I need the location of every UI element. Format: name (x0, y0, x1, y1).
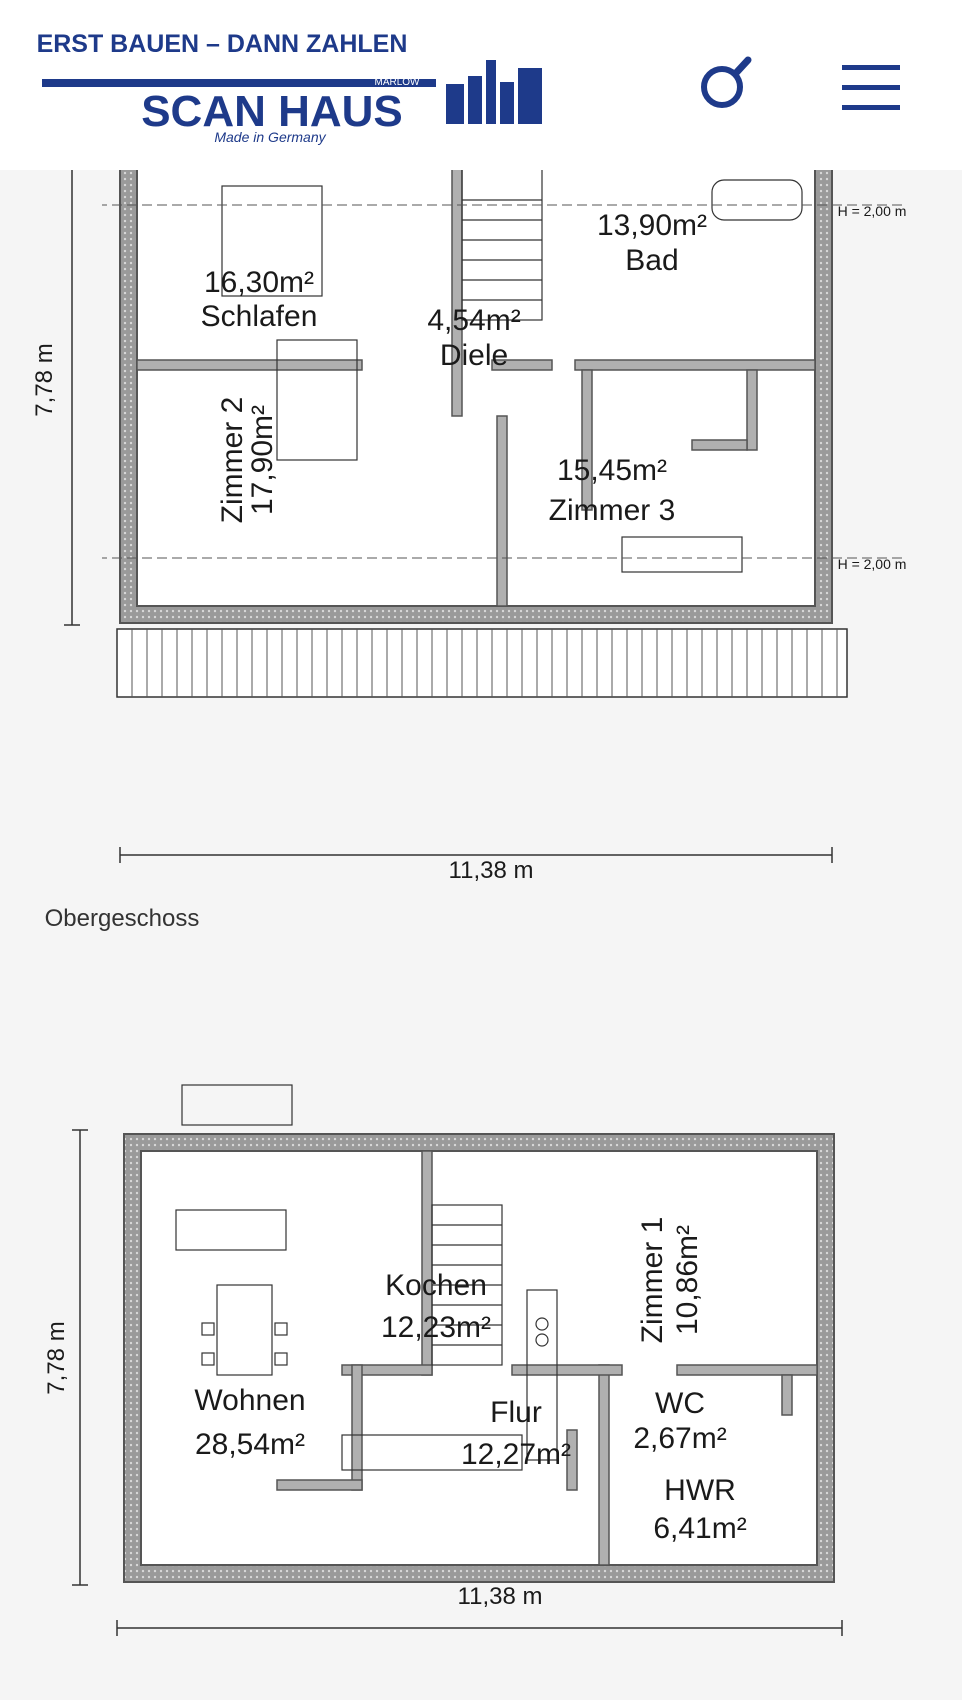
logo-skyline (518, 68, 542, 124)
og-room-schlafen-area: 16,30m² (204, 266, 314, 299)
brand-logo[interactable]: Made in Germany SCAN HAUS MARLOW ERST BA… (37, 30, 542, 145)
og-room-zimmer2-area: 17,90m² (246, 405, 279, 515)
eg-width-label: 11,38 m (458, 1583, 543, 1610)
erdgeschoss-plan: 11,38 m 7,78 m (43, 1084, 843, 1636)
og-beds (221, 185, 743, 573)
plans-svg: 11,38 m 7,78 m (31, 76, 907, 1636)
og-height-note-1: H = 2,00 m (838, 203, 907, 219)
eg-room-kochen-area: 12,23m² (381, 1311, 491, 1344)
eg-kitchen-counter (341, 1289, 558, 1471)
eg-room-zimmer1-area: 10,86m² (671, 1225, 704, 1335)
eg-room-wc-area: 2,67m² (633, 1422, 726, 1455)
og-interior-walls (136, 165, 816, 607)
eg-room-hwr-area: 6,41m² (653, 1512, 746, 1545)
eg-depth-label: 7,78 m (43, 1321, 70, 1394)
og-room-diele-area: 4,54m² (427, 304, 520, 337)
og-width-label: 11,38 m (449, 857, 534, 884)
og-depth-dimension: 7,78 m (31, 139, 80, 626)
og-title: Obergeschoss (45, 905, 200, 932)
eg-sofa (175, 1084, 293, 1251)
og-roof-lower (116, 628, 848, 698)
hamburger-menu-icon[interactable] (842, 65, 900, 110)
og-room-zimmer3-name: Zimmer 3 (549, 494, 676, 527)
eg-interior-walls (276, 1150, 818, 1566)
og-room-zimmer2-name: Zimmer 2 (216, 397, 249, 524)
og-width-dimension: 11,38 m (119, 847, 833, 884)
search-icon[interactable] (701, 56, 752, 108)
og-room-bad-name: Bad (625, 244, 678, 277)
floor-plans: 11,38 m 7,78 m (0, 76, 962, 1700)
eg-room-wohnen-name: Wohnen (194, 1384, 305, 1417)
og-height-note-2: H = 2,00 m (838, 556, 907, 572)
tagline: ERST BAUEN – DANN ZAHLEN (37, 30, 408, 58)
eg-dining-table (201, 1284, 288, 1376)
eg-staircase (431, 1204, 503, 1366)
site-header: Made in Germany SCAN HAUS MARLOW ERST BA… (0, 0, 962, 170)
og-room-schlafen-name: Schlafen (201, 300, 318, 333)
og-room-zimmer3-area: 15,45m² (557, 454, 667, 487)
og-room-bad-area: 13,90m² (597, 209, 707, 242)
made-in-label: Made in Germany (214, 129, 326, 145)
og-room-diele-name: Diele (440, 339, 508, 372)
obergeschoss-plan: Obergeschoss 11,38 m 7,78 m (31, 76, 907, 932)
header-svg: Made in Germany SCAN HAUS MARLOW ERST BA… (37, 30, 900, 145)
eg-room-kochen-name: Kochen (385, 1269, 487, 1302)
eg-width-dimension: 11,38 m (116, 1583, 843, 1636)
eg-room-flur-area: 12,27m² (461, 1438, 571, 1471)
eg-room-hwr-name: HWR (664, 1474, 736, 1507)
eg-room-wohnen-area: 28,54m² (195, 1428, 305, 1461)
eg-room-zimmer1-name: Zimmer 1 (636, 1217, 669, 1344)
eg-room-flur-name: Flur (490, 1396, 542, 1429)
eg-depth-dimension: 7,78 m (43, 1129, 88, 1586)
eg-room-wc-name: WC (655, 1387, 705, 1420)
brand-name: SCAN HAUS (141, 87, 403, 136)
og-depth-label: 7,78 m (31, 343, 58, 416)
brand-sub: MARLOW (375, 77, 421, 88)
og-bathtub (711, 179, 803, 221)
